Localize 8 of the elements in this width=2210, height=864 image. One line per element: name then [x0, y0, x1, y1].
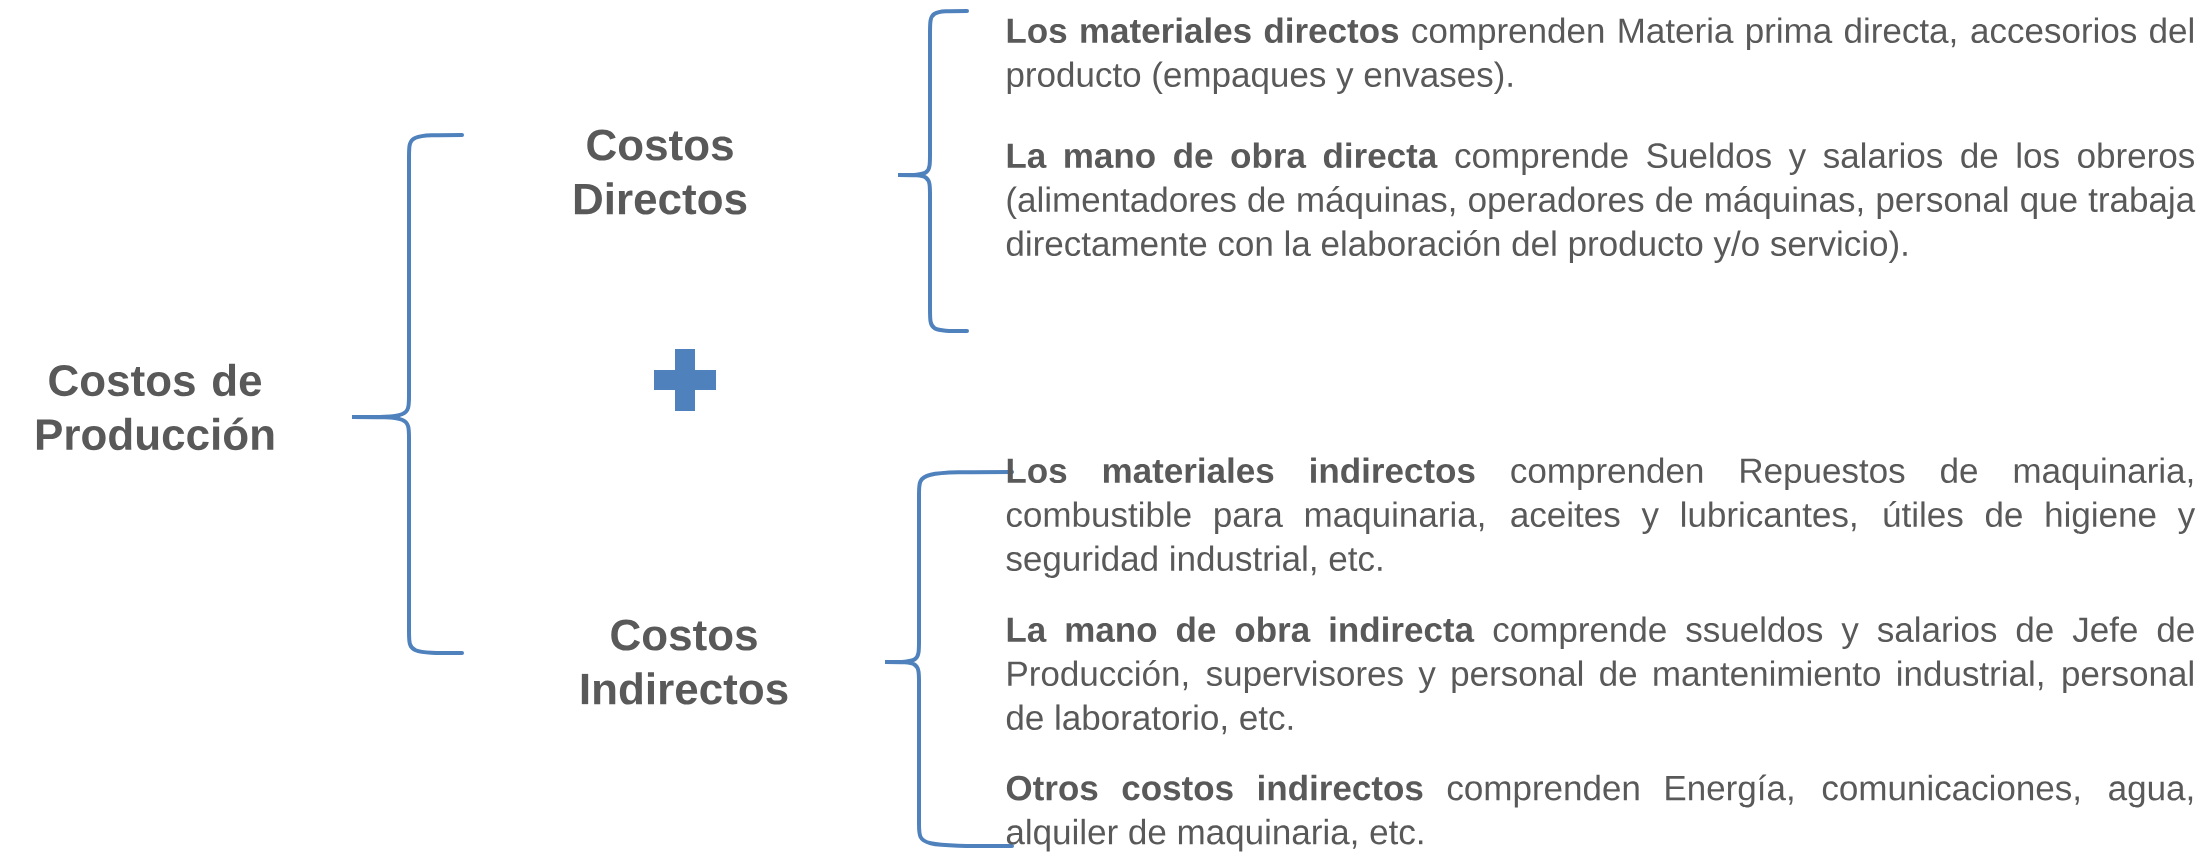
heading-text: Costos Directos	[574, 129, 747, 215]
description-text: Los materiales indirectos comprenden Repuestos de maquinaria, combustible para maquinaria, aceites y lubricantes, útiles de higiene y seguridad industrial, etc.	[1006, 457, 2196, 579]
description-text: La mano de obra indirecta comprende ssueldos y salarios de Jefe de Producción, supervisores y personal de mantenimiento industrial, personal de laboratorio, etc.	[1006, 616, 2194, 735]
heading-text: Costos de Producción	[36, 363, 274, 451]
description-text: Otros costos indirectos comprenden Energía, comunicaciones, agua, alquiler de maquinaria, etc.	[1006, 774, 2193, 852]
description-text: La mano de obra directa comprende Sueldos y salarios de los obreros (alimentadores de máquinas, operadores de máquinas, personal que trabaja directamente con la elaboración del producto y/o servicio).	[1006, 142, 2196, 264]
heading-text: Costos Indirectos	[581, 619, 788, 705]
description-text: Los materiales directos comprenden Materia prima directa, accesorios del producto (empaques y envases).	[1007, 17, 2193, 95]
